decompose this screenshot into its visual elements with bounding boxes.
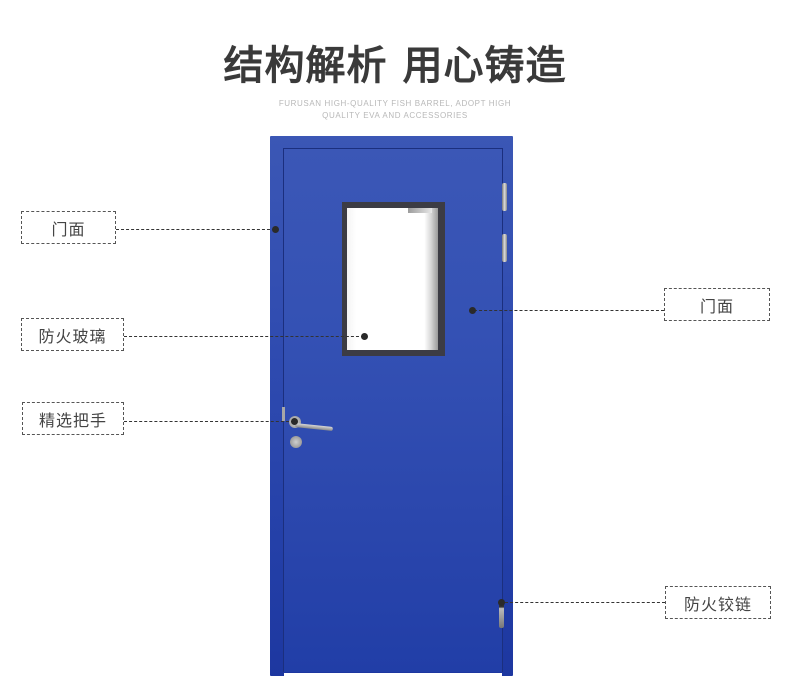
- fire-glass-window: [342, 202, 445, 356]
- callout-handle: 精选把手: [22, 402, 124, 435]
- subtitle-line-2: QUALITY EVA AND ACCESSORIES: [322, 111, 468, 120]
- callout-door-face-left: 门面: [21, 211, 116, 244]
- glass-reflection: [408, 208, 432, 213]
- subtitle-line-1: FURUSAN HIGH-QUALITY FISH BARREL, ADOPT …: [278, 99, 512, 108]
- marker-dot-fire-glass: [361, 333, 368, 340]
- marker-dot-fire-hinge: [498, 599, 505, 606]
- leader-line-door-face-left: [116, 229, 275, 230]
- marker-dot-door-face-right: [469, 307, 476, 314]
- hinge-top: [502, 183, 507, 211]
- callout-fire-hinge: 防火铰链: [665, 586, 771, 619]
- page-title: 结构解析 用心铸造: [223, 43, 567, 89]
- leader-line-fire-glass: [124, 336, 364, 337]
- door-floor-gap: [284, 673, 502, 677]
- leader-line-door-face-right: [474, 310, 664, 311]
- glass-pane: [347, 208, 438, 350]
- hinge-middle: [502, 234, 507, 262]
- lock-cylinder: [290, 436, 302, 448]
- leader-line-handle: [124, 421, 294, 422]
- callout-fire-glass: 防火玻璃: [21, 318, 124, 351]
- marker-dot-handle: [291, 418, 298, 425]
- leader-line-fire-hinge: [505, 602, 665, 603]
- marker-dot-door-face-left: [272, 226, 279, 233]
- door-latch: [282, 407, 285, 421]
- page-subtitle: FURUSAN HIGH-QUALITY FISH BARREL, ADOPT …: [0, 98, 790, 122]
- callout-door-face-right: 门面: [664, 288, 770, 321]
- fire-hinge: [499, 600, 504, 628]
